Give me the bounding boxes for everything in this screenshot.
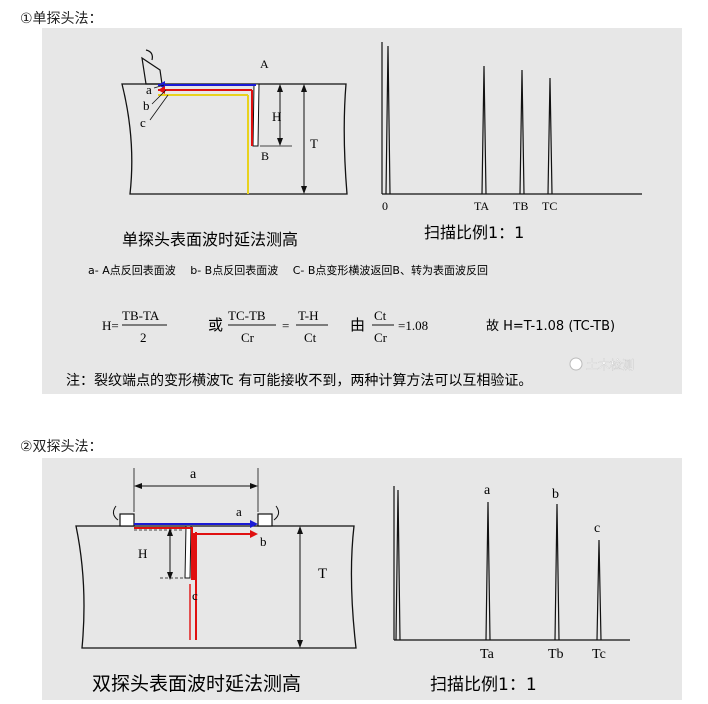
label-b: b	[143, 98, 150, 113]
svg-text:土木检测: 土木检测	[586, 357, 634, 372]
label-A: A	[260, 57, 269, 71]
svg-text:H=: H=	[102, 318, 119, 333]
peak-tb	[554, 503, 560, 641]
svg-text:Cr: Cr	[241, 330, 255, 345]
probe-icon	[141, 56, 163, 85]
svg-text:T-H: T-H	[298, 308, 318, 323]
label-T: T	[318, 566, 327, 582]
watermark-chat-icon	[569, 357, 583, 371]
wave-b-path	[134, 527, 193, 580]
svg-text:=: =	[282, 318, 289, 333]
right-probe-icon	[257, 513, 273, 527]
peak-label-b: b	[552, 487, 559, 502]
svg-text:Ct: Ct	[304, 330, 317, 345]
label-a-wave: a	[236, 504, 242, 519]
peak-initial	[395, 489, 401, 641]
svg-text:Cr: Cr	[374, 330, 388, 345]
workpiece-outline	[75, 525, 357, 649]
crack	[252, 83, 260, 147]
crack	[184, 525, 192, 579]
single-probe-caption: 单探头表面波时延法测高	[122, 230, 298, 249]
svg-text:TC-TB: TC-TB	[228, 308, 266, 323]
peak-ta	[485, 501, 491, 641]
dual-probe-caption: 双探头表面波时延法测高	[92, 673, 301, 695]
label-a-distance: a	[190, 467, 197, 482]
dual-probe-diagram: a a b c H T a b c Ta Tb	[75, 467, 630, 695]
svg-text:或: 或	[208, 316, 223, 334]
section1-heading: ①单探头法：	[20, 11, 103, 27]
workpiece-outline	[121, 83, 348, 195]
svg-text:=1.08: =1.08	[398, 318, 428, 333]
svg-text:Ct: Ct	[374, 308, 387, 323]
probe-handle-icon	[145, 49, 153, 61]
label-b-wave: b	[260, 534, 267, 549]
scope-label-tc: TC	[542, 199, 557, 213]
label-a: a	[146, 82, 152, 97]
peak-ta	[481, 65, 487, 195]
label-H: H	[272, 109, 281, 124]
peak-initial	[385, 45, 391, 195]
peak-tc	[596, 539, 602, 641]
svg-text:TB-TA: TB-TA	[122, 308, 160, 323]
section2-heading: ②双探头法：	[20, 439, 103, 455]
label-c-wave: c	[192, 588, 198, 603]
dual-probe-panel: a a b c H T a b c Ta Tb	[42, 458, 682, 700]
svg-text:2: 2	[140, 330, 147, 345]
svg-text:由: 由	[350, 316, 365, 334]
scope-label-0: 0	[382, 199, 388, 213]
peak-tb	[519, 69, 525, 195]
svg-text:故 H=T-1.08 (TC-TB): 故 H=T-1.08 (TC-TB)	[486, 319, 615, 334]
label-B: B	[261, 149, 269, 163]
scope-label-ta: TA	[474, 199, 489, 213]
label-H: H	[138, 546, 147, 561]
single-probe-scale: 扫描比例1：1	[424, 223, 524, 242]
label-c: c	[140, 115, 146, 130]
scope-label-tc: Tc	[592, 647, 606, 662]
single-probe-diagram: a b c A B H T 0 TA TB TC 单探头表面波时延法测高 扫描比…	[66, 42, 642, 389]
formula: H= TB-TA 2 或 TC-TB Cr = T-H Ct 由 Ct Cr =…	[102, 308, 615, 345]
scope-label-tb: Tb	[548, 647, 564, 662]
left-probe-icon	[119, 513, 135, 527]
watermark: 土木检测	[569, 357, 634, 372]
peak-label-a: a	[484, 483, 491, 498]
peak-tc	[547, 77, 553, 195]
single-probe-panel: a b c A B H T 0 TA TB TC 单探头表面波时延法测高 扫描比…	[42, 28, 682, 394]
label-T: T	[310, 136, 318, 151]
dual-probe-scale: 扫描比例1：1	[430, 675, 537, 695]
single-probe-note: 注：裂纹端点的变形横波Tc 有可能接收不到，两种计算方法可以互相验证。	[66, 372, 532, 389]
single-probe-legend: a- A点反回表面波 b- B点反回表面波 C- B点变形横波返回B、转为表面波…	[88, 263, 488, 277]
peak-label-c: c	[594, 521, 600, 536]
scope-label-tb: TB	[513, 199, 528, 213]
scope-label-ta: Ta	[480, 647, 495, 662]
